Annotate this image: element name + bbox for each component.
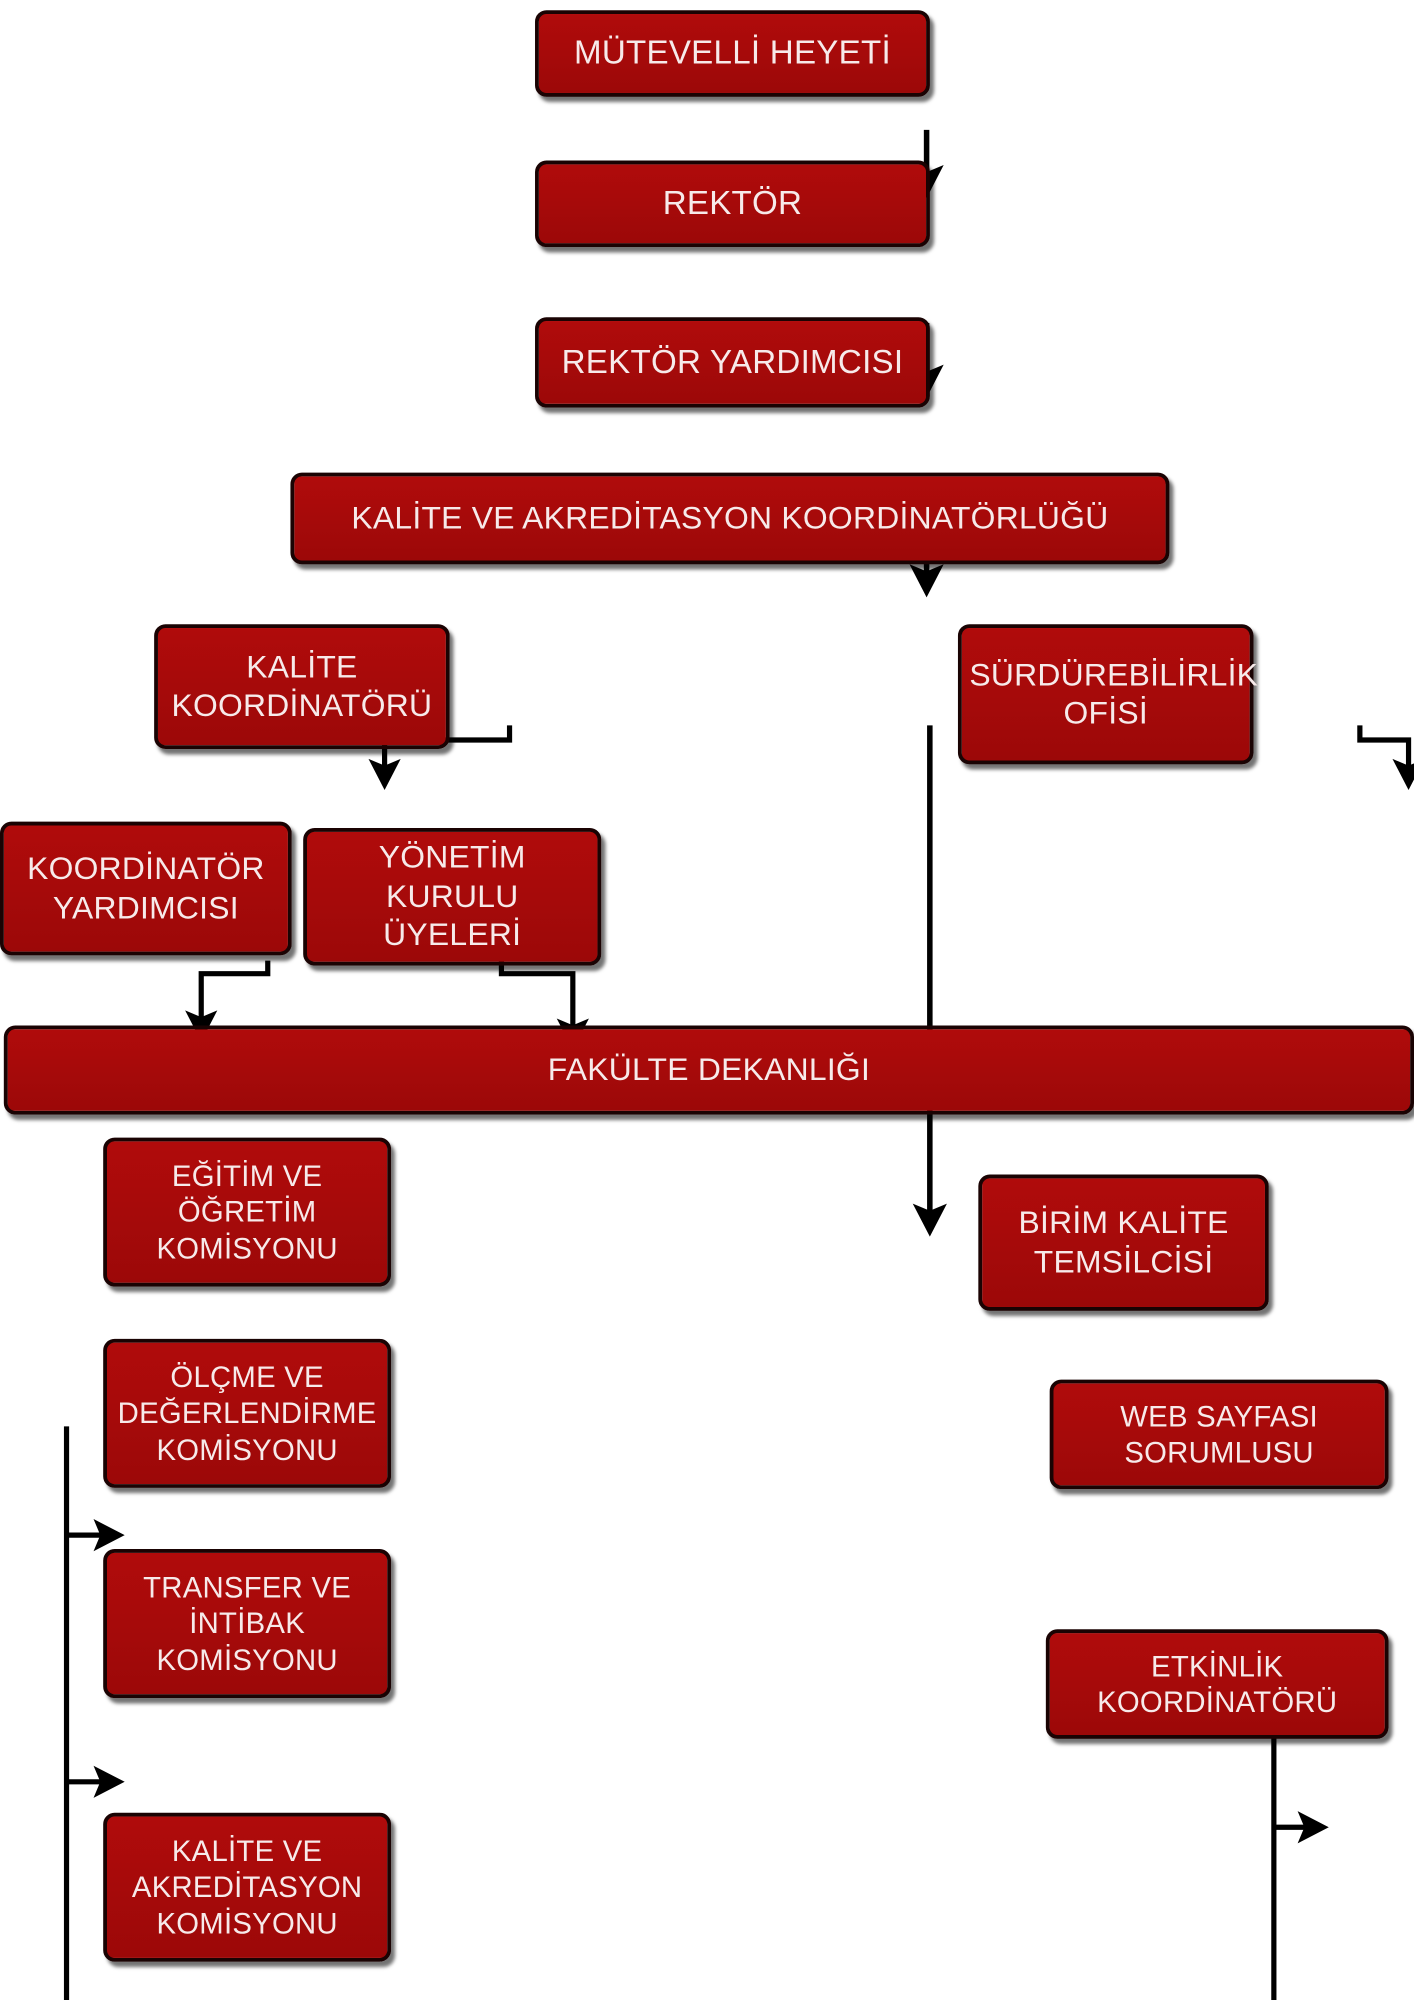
node-label: TRANSFER VE İNTİBAK KOMİSYONU [143,1571,352,1676]
node-rektor[interactable]: REKTÖR [535,160,930,248]
node-label: MÜTEVELLİ HEYETİ [573,33,891,72]
node-label: YÖNETİM KURULU ÜYELERİ [378,839,526,954]
edge-kalitekoord-surdurebilirlik [1357,725,1414,791]
node-label: BİRİM KALİTE TEMSİLCİSİ [1018,1205,1229,1280]
node-egitim-ve-ogretim-komisyonu[interactable]: EĞİTİM VE ÖĞRETİM KOMİSYONU [103,1137,392,1287]
node-kalite-ve-akreditasyon-koordinatorlugu[interactable]: KALİTE VE AKREDİTASYON KOORDİNATÖRLÜĞÜ [290,472,1170,565]
node-kalite-koordinatoru[interactable]: KALİTE KOORDİNATÖRÜ [154,624,450,750]
node-label: KALİTE KOORDİNATÖRÜ [171,649,433,724]
node-label: ÖLÇME VE DEĞERLENDİRME KOMİSYONU [117,1361,377,1466]
node-label: KALİTE VE AKREDİTASYON KOORDİNATÖRLÜĞÜ [351,500,1109,536]
node-surdurebilirlik-ofisi[interactable]: SÜRDÜREBİLİRLİK OFİSİ [957,624,1259,765]
node-kalite-ve-akreditasyon-komisyonu[interactable]: KALİTE VE AKREDİTASYON KOMİSYONU [103,1812,392,1962]
node-label: SÜRDÜREBİLİRLİK OFİSİ [969,656,1259,732]
node-label: REKTÖR [662,183,803,222]
node-birim-kalite-temsilcisi[interactable]: BİRİM KALİTE TEMSİLCİSİ [978,1174,1269,1311]
node-olcme-ve-degerlendirme-komisyonu[interactable]: ÖLÇME VE DEĞERLENDİRME KOMİSYONU [103,1338,392,1488]
node-label: ETKİNLİK KOORDİNATÖRÜ [1097,1649,1338,1719]
node-transfer-ve-intibak-komisyonu[interactable]: TRANSFER VE İNTİBAK KOMİSYONU [103,1549,392,1699]
node-fakulte-dekanligi[interactable]: FAKÜLTE DEKANLIĞI [3,1025,1414,1115]
node-koordinator-yardimcisi[interactable]: KOORDİNATÖR YARDIMCISI [0,821,292,956]
node-label: KALİTE VE AKREDİTASYON KOMİSYONU [131,1834,363,1940]
node-label: FAKÜLTE DEKANLIĞI [547,1051,871,1088]
node-label: REKTÖR YARDIMCISI [561,342,904,381]
node-web-sayfasi-sorumlusu[interactable]: WEB SAYFASI SORUMLUSU [1049,1379,1389,1490]
node-label: WEB SAYFASI SORUMLUSU [1120,1399,1318,1469]
node-rektor-yardimcisi[interactable]: REKTÖR YARDIMCISI [535,317,930,408]
node-mutevelli-heyeti[interactable]: MÜTEVELLİ HEYETİ [535,10,930,97]
edge-kalitekoordinatoru-koordinatoryrd [185,960,271,1042]
node-yonetim-kurulu-uyeleri[interactable]: YÖNETİM KURULU ÜYELERİ [303,828,602,966]
node-label: EĞİTİM VE ÖĞRETİM KOMİSYONU [156,1159,338,1265]
node-etkinlik-koordinatoru[interactable]: ETKİNLİK KOORDİNATÖRÜ [1045,1629,1389,1739]
node-label: KOORDİNATÖR YARDIMCISI [27,850,265,926]
